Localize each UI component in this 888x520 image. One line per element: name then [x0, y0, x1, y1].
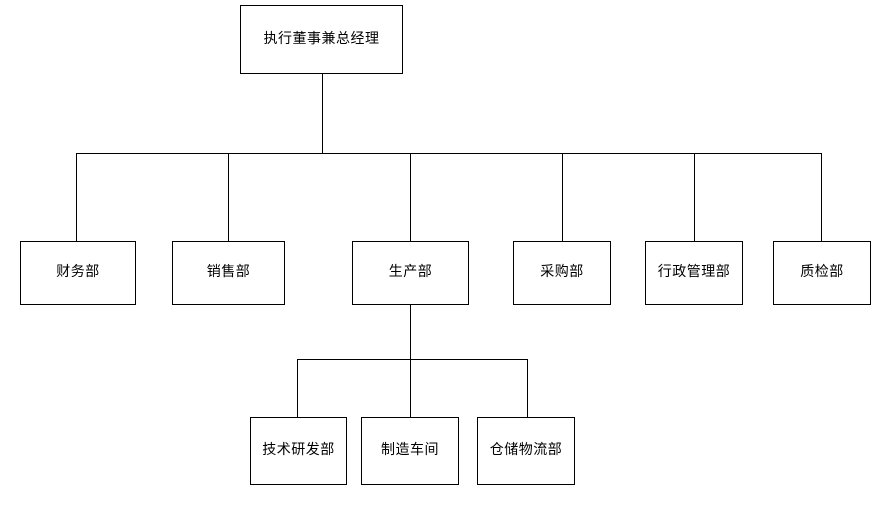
connector-drop-workshop	[410, 359, 411, 418]
org-node-executive-director[interactable]: 执行董事兼总经理	[240, 5, 403, 74]
org-node-production-department[interactable]: 生产部	[352, 241, 469, 305]
org-node-label: 仓储物流部	[489, 442, 563, 459]
org-node-quality-department[interactable]: 质检部	[773, 241, 871, 305]
org-node-label: 生产部	[388, 264, 433, 281]
connector-root-stem	[322, 74, 323, 154]
connector-drop-administration	[694, 153, 695, 242]
connector-drop-warehouse	[527, 359, 528, 418]
org-node-label: 采购部	[540, 264, 584, 281]
org-node-purchasing-department[interactable]: 采购部	[513, 241, 611, 305]
connector-drop-quality	[821, 153, 822, 242]
connector-production-stem	[410, 305, 411, 360]
org-node-warehouse-logistics-department[interactable]: 仓储物流部	[477, 417, 575, 485]
connector-level3-bus	[297, 359, 528, 360]
connector-drop-rnd	[297, 359, 298, 418]
org-node-sales-department[interactable]: 销售部	[172, 241, 285, 305]
org-node-label: 质检部	[800, 264, 844, 281]
org-node-finance-department[interactable]: 财务部	[20, 241, 136, 305]
connector-drop-sales	[228, 153, 229, 242]
org-node-rnd-department[interactable]: 技术研发部	[250, 417, 347, 485]
org-node-label: 财务部	[56, 264, 100, 281]
org-node-label: 执行董事兼总经理	[263, 30, 380, 47]
org-node-administration-department[interactable]: 行政管理部	[645, 241, 743, 305]
org-node-label: 行政管理部	[657, 264, 731, 281]
connector-drop-production	[410, 153, 411, 242]
org-node-label: 销售部	[206, 264, 251, 281]
connector-drop-finance	[76, 153, 77, 242]
connector-level2-bus	[76, 153, 822, 154]
org-node-label: 制造车间	[381, 442, 439, 459]
org-node-manufacturing-workshop[interactable]: 制造车间	[361, 417, 459, 485]
org-node-label: 技术研发部	[262, 442, 335, 459]
connector-drop-purchasing	[562, 153, 563, 242]
